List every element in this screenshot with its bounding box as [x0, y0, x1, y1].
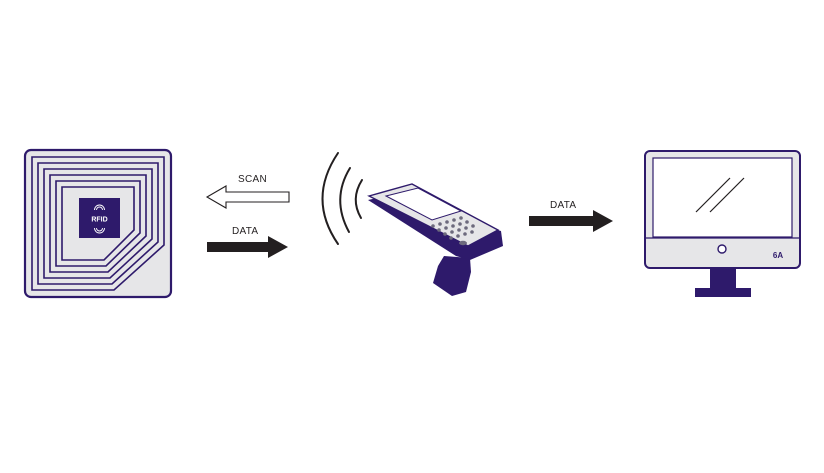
data-arrow-out-label: DATA [550, 200, 576, 211]
data-arrow-in: DATA [207, 226, 288, 258]
antenna-coil [31, 156, 165, 291]
handheld-rfid-reader-icon [367, 183, 503, 296]
rfid-chip-label: RFID [91, 217, 107, 224]
desktop-monitor-icon: 6A [644, 150, 801, 297]
rfid-tag-icon: RFID [23, 148, 173, 299]
chip-wave-icon [94, 204, 105, 234]
monitor-base [695, 288, 751, 297]
radio-waves-icon [321, 152, 363, 245]
power-button-icon [717, 244, 727, 254]
scan-arrow: SCAN [205, 174, 290, 209]
monitor-screen [652, 157, 793, 238]
brand-mark: 6A [773, 251, 783, 260]
monitor-neck [710, 268, 736, 288]
screen-glare [695, 177, 745, 213]
rfid-chip: RFID [79, 198, 120, 238]
scan-arrow-label: SCAN [238, 174, 267, 185]
keypad [431, 216, 475, 246]
data-arrow-out: DATA [529, 200, 613, 232]
data-arrow-in-label: DATA [232, 226, 258, 237]
